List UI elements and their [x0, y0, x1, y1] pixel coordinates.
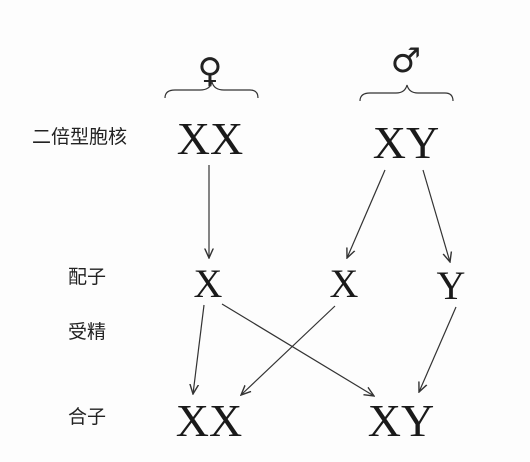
- parent-female-genotype: XX: [177, 113, 243, 164]
- row-label-gametes: 配子: [68, 266, 106, 288]
- row-label-zygote: 合子: [68, 406, 106, 428]
- gamete-male-y: Y: [437, 263, 466, 308]
- female-symbol: ♀: [198, 51, 223, 91]
- gamete-female-x: X: [194, 261, 223, 306]
- female-brace: [164, 81, 259, 99]
- arrow-male-x-to-zygote-xx: [241, 305, 336, 395]
- male-brace: [359, 84, 454, 102]
- zygote-male-genotype: XY: [368, 395, 434, 446]
- arrow-male-to-gamete-x: [347, 169, 386, 258]
- arrow-female-x-to-zygote-xx: [193, 304, 205, 394]
- arrow-female-x-to-zygote-xy: [221, 303, 374, 396]
- row-label-diploid-nucleus: 二倍型胞核: [32, 126, 127, 148]
- arrow-male-y-to-zygote-xy: [419, 306, 457, 392]
- gamete-male-x: X: [330, 261, 359, 306]
- male-symbol: ♂: [391, 41, 421, 81]
- arrow-male-to-gamete-y: [422, 169, 450, 262]
- zygote-female-genotype: XX: [176, 395, 242, 446]
- parent-male-genotype: XY: [373, 117, 439, 168]
- row-label-fertilization: 受精: [68, 321, 106, 343]
